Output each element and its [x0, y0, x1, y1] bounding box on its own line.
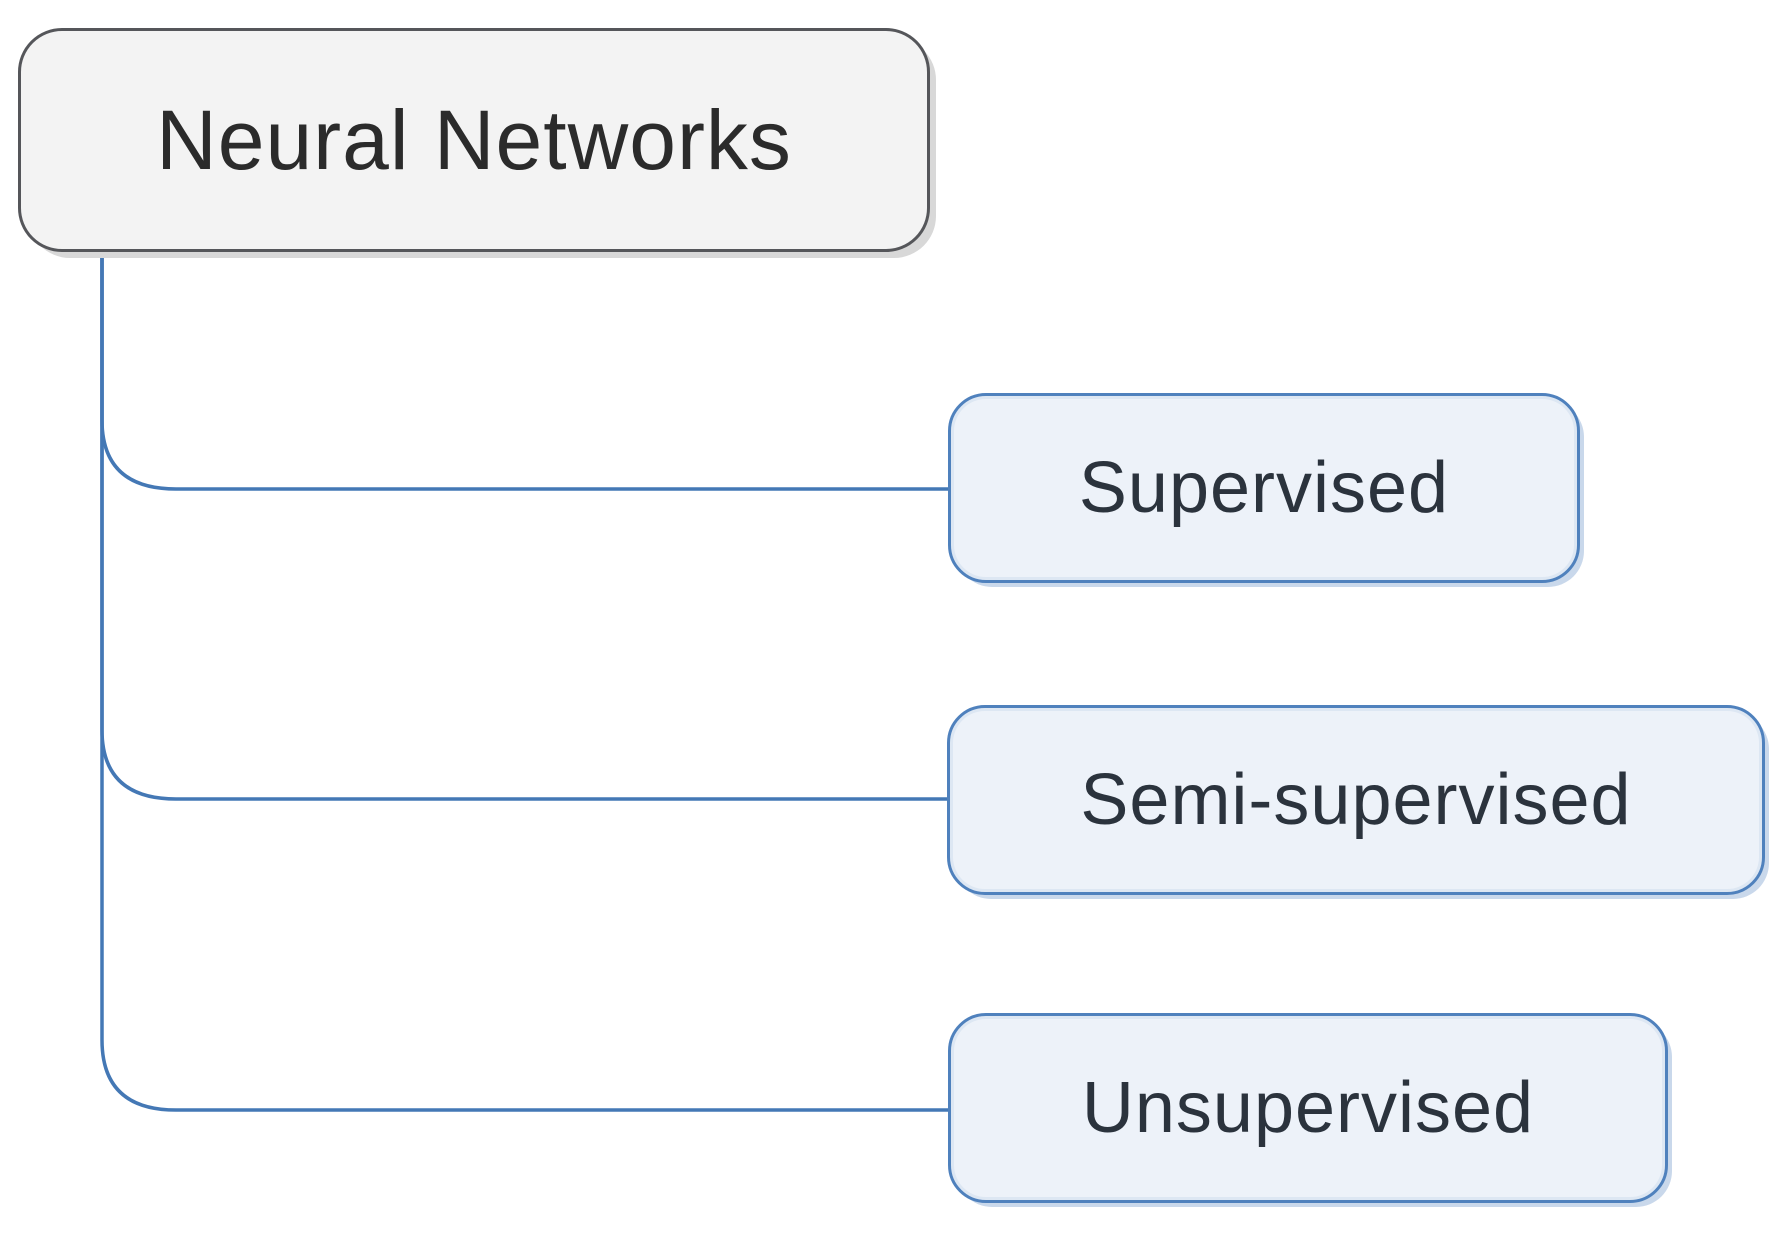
connector-root-to-semi-supervised	[100, 252, 947, 801]
node-semi-supervised-label: Semi-supervised	[1080, 760, 1632, 840]
node-semi-supervised: Semi-supervised	[947, 705, 1765, 895]
node-supervised: Supervised	[948, 393, 1580, 583]
connector-root-to-unsupervised	[100, 252, 948, 1112]
node-neural-networks-label: Neural Networks	[156, 92, 792, 187]
node-unsupervised-label: Unsupervised	[1081, 1068, 1535, 1148]
node-unsupervised: Unsupervised	[948, 1013, 1668, 1203]
connector-root-to-supervised	[100, 252, 948, 491]
node-supervised-label: Supervised	[1078, 448, 1450, 528]
node-neural-networks: Neural Networks	[18, 28, 930, 252]
